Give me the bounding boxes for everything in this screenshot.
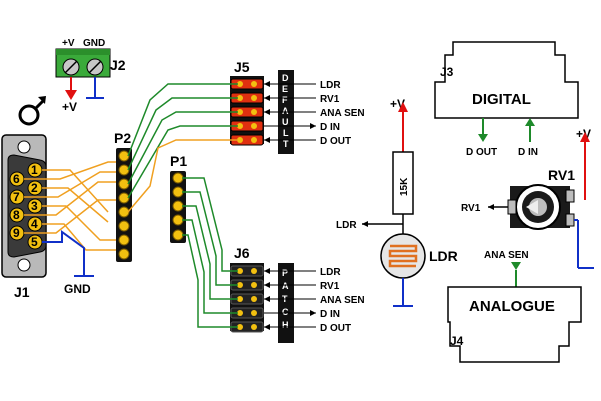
rv1-pin-a (565, 189, 575, 203)
p2-label: P2 (114, 130, 131, 146)
p2-to-j5-wires (127, 83, 238, 213)
p2-header: P2 (114, 130, 132, 262)
j6-signal-d-out: D OUT (320, 323, 351, 334)
j1-wires (24, 161, 118, 277)
j4-ana-sen-arrow (511, 262, 521, 270)
ldr-track (388, 244, 418, 268)
j3-d-in-arrow (525, 118, 535, 126)
j2-plus-v-label: +V (62, 38, 75, 49)
j5-banner-char-f: F (282, 95, 288, 105)
j3-d-out-label: D OUT (466, 147, 497, 158)
j1-pin-4: 4 (31, 217, 38, 231)
j5-signal-d-in: D IN (320, 122, 340, 133)
ldr-circuit: +V 15K LDR LDR (336, 97, 458, 307)
male-symbol-icon (18, 96, 46, 126)
j1-pin-6: 6 (13, 172, 20, 186)
j6-banner-char-c: C (282, 307, 289, 317)
rv1-pin-b (565, 213, 575, 227)
j5-signal-ana-sen: ANA SEN (320, 108, 365, 119)
rv1-out-arrow (488, 204, 494, 210)
j1-pin-2: 2 (31, 181, 38, 195)
j1-mount-hole-top (17, 140, 31, 154)
j6-signal-d-in: D IN (320, 309, 340, 320)
ldr-out-label: LDR (336, 220, 357, 231)
j2-gnd-label: GND (83, 38, 105, 49)
p1-to-j6-wires (182, 177, 238, 328)
j1-pin-5: 5 (31, 235, 38, 249)
j4-connector: ANA SEN ANALOGUE J4 (447, 250, 582, 363)
j5-banner-char-t: T (283, 139, 289, 149)
j5-banner-char-d: D (282, 73, 289, 83)
j3-label: J3 (440, 65, 454, 79)
j6-label: J6 (234, 245, 250, 261)
p1-header: P1 (170, 153, 187, 243)
j2-supply-label: +V (62, 100, 77, 114)
j6-banner-char-a: A (282, 281, 289, 291)
j4-outline (447, 286, 582, 363)
rv1-pointer (526, 200, 538, 214)
j6-banner-char-h: H (282, 320, 289, 330)
j5-signal-rv1: RV1 (320, 94, 340, 105)
j5-banner-char-e: E (282, 84, 288, 94)
j1-pin-7: 7 (13, 190, 20, 204)
j3-title: DIGITAL (472, 91, 531, 108)
j1-pin-3: 3 (31, 199, 38, 213)
j2-label: J2 (110, 57, 126, 73)
j2-terminal-block: +V GND J2 +V (55, 38, 126, 114)
j6-signal-ldr: LDR (320, 267, 341, 278)
j1-db9-connector: 1 2 3 4 5 6 7 8 9 J1 (1, 134, 47, 300)
j1-mount-hole-bottom (17, 258, 31, 272)
rv1-wiper-tab (507, 199, 517, 215)
j4-ana-sen-label: ANA SEN (484, 250, 529, 261)
j6-banner (278, 263, 294, 343)
rv1-potentiometer: +V RV1 RV1 (461, 127, 594, 269)
j6-banner-char-p: P (282, 268, 288, 278)
j5-signal-ldr: LDR (320, 80, 341, 91)
ldr-out-arrow (362, 221, 368, 227)
j6-signal-rv1: RV1 (320, 281, 340, 292)
p2-body (116, 148, 132, 262)
j4-title: ANALOGUE (469, 298, 555, 315)
j3-outline (434, 41, 579, 119)
j3-d-out-arrow (478, 134, 488, 142)
j6-signal-ana-sen: ANA SEN (320, 295, 365, 306)
j5-banner-char-a: A (282, 106, 289, 116)
j1-gnd-label: GND (64, 282, 91, 296)
j2-plus-v-arrow (65, 90, 77, 100)
j6-header: J6 P A T C H LDR RV1 ANA SEN D IN D OUT (230, 245, 365, 343)
resistor-value: 15K (399, 177, 410, 196)
p1-label: P1 (170, 153, 187, 169)
j3-d-in-label: D IN (518, 147, 538, 158)
j4-label: J4 (450, 334, 464, 348)
j5-banner-char-l: L (283, 128, 289, 138)
j5-header: J5 D E F A U L T LDR RV1 ANA SEN D IN D … (230, 59, 365, 154)
ldr-supply-arrow (398, 102, 408, 112)
rv1-out-label: RV1 (461, 203, 481, 214)
j1-pin-1: 1 (31, 163, 38, 177)
j1-pin-9: 9 (13, 226, 20, 240)
ldr-label: LDR (429, 248, 458, 264)
rv1-supply-arrow (580, 132, 590, 142)
j3-connector: DIGITAL J3 D OUT D IN (434, 41, 579, 158)
rv1-label: RV1 (548, 167, 575, 183)
j1-pin-8: 8 (13, 208, 20, 222)
j5-signal-d-out: D OUT (320, 136, 351, 147)
j1-label: J1 (14, 284, 30, 300)
j5-banner-char-u: U (282, 117, 289, 127)
j2-top-strip (56, 49, 110, 55)
j5-label: J5 (234, 59, 250, 75)
